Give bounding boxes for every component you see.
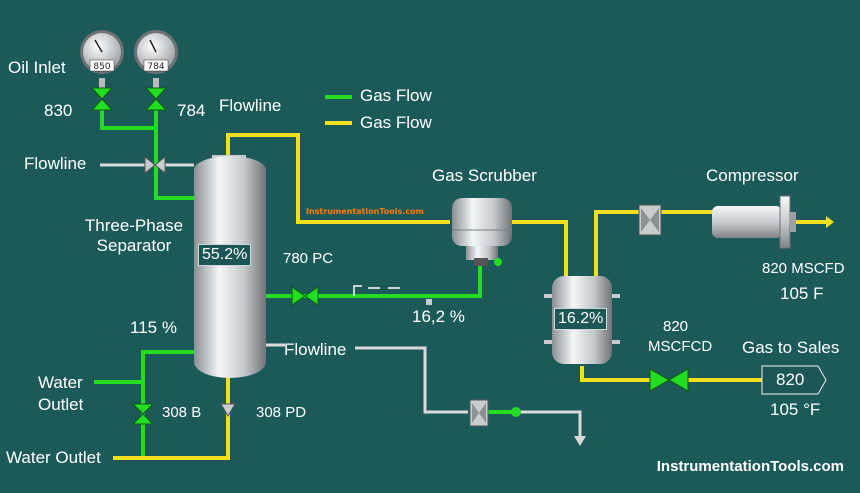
value-308b: 308 B	[162, 404, 202, 421]
gauge-1-value: 850	[93, 62, 110, 72]
scrubber-pct-label: 16,2 %	[412, 307, 465, 326]
gauge-2-value: 784	[147, 62, 164, 72]
mscfcd-label: MSCFCD	[648, 338, 713, 355]
valve-icon	[144, 87, 168, 111]
valve-icon	[131, 403, 155, 425]
yellow-gas-lines	[113, 133, 828, 460]
compressor	[712, 195, 796, 249]
legend-label-green: Gas Flow	[360, 86, 432, 105]
pc-780-label: 780 PC	[283, 250, 334, 267]
flowline-bottom-label: Flowline	[284, 340, 347, 359]
gas-to-sales-label: Gas to Sales	[742, 338, 840, 357]
gas-scrubber	[452, 198, 512, 266]
flowline-top-label: Flowline	[219, 96, 282, 115]
valve-icon	[144, 155, 166, 175]
pressure-gauge-2	[134, 30, 178, 90]
compressor-temp: 105 F	[780, 284, 824, 303]
tap-icon	[426, 299, 432, 305]
separator-level-readout: 55.2%	[198, 244, 252, 266]
gray-flowlines	[100, 163, 582, 436]
water-outlet-2-label: Water Outlet	[6, 448, 101, 467]
watermark: InstrumentationTools.com	[306, 207, 424, 216]
sensor-dot-icon	[511, 407, 521, 417]
msc-820-label: 820	[663, 318, 689, 335]
check-valve-icon	[220, 403, 236, 417]
compressor-label: Compressor	[706, 166, 799, 185]
separator-label: Three-Phase Separator	[78, 216, 190, 255]
legend-label-yellow: Gas Flow	[360, 113, 432, 132]
arrow-down-icon	[574, 436, 586, 446]
water-outlet-1-line1: Water	[38, 373, 83, 392]
valve-icon	[291, 286, 319, 306]
sales-value: 820	[776, 370, 805, 389]
water-outlet-1-line2: Outlet	[38, 395, 84, 414]
gas-scrubber-label: Gas Scrubber	[432, 166, 537, 185]
oil-inlet-label: Oil Inlet	[8, 58, 66, 77]
arrow-icon	[826, 216, 834, 228]
value-308pd: 308 PD	[256, 404, 307, 421]
orifice-icon	[353, 285, 400, 296]
compressor-flow: 820 MSCFD	[762, 260, 845, 277]
sales-tag	[761, 365, 827, 395]
boxed-valve-icon	[469, 399, 489, 427]
three-phase-separator	[194, 155, 266, 378]
boxed-valve-icon	[638, 204, 662, 236]
valve-icon	[90, 87, 114, 111]
separator-label-line2: Separator	[96, 235, 172, 255]
pressure-gauge-1	[80, 30, 124, 90]
valve-icon	[649, 368, 689, 392]
separator-label-line1: Three-Phase	[84, 216, 184, 235]
footer-brand: InstrumentationTools.com	[656, 458, 844, 475]
flowline-left-label: Flowline	[24, 154, 87, 173]
value-830: 830	[44, 101, 73, 120]
pct-115-label: 115 %	[130, 318, 177, 337]
value-784: 784	[177, 101, 206, 120]
sales-temp: 105 °F	[770, 400, 821, 419]
vessel-level-readout: 16.2%	[554, 308, 608, 330]
